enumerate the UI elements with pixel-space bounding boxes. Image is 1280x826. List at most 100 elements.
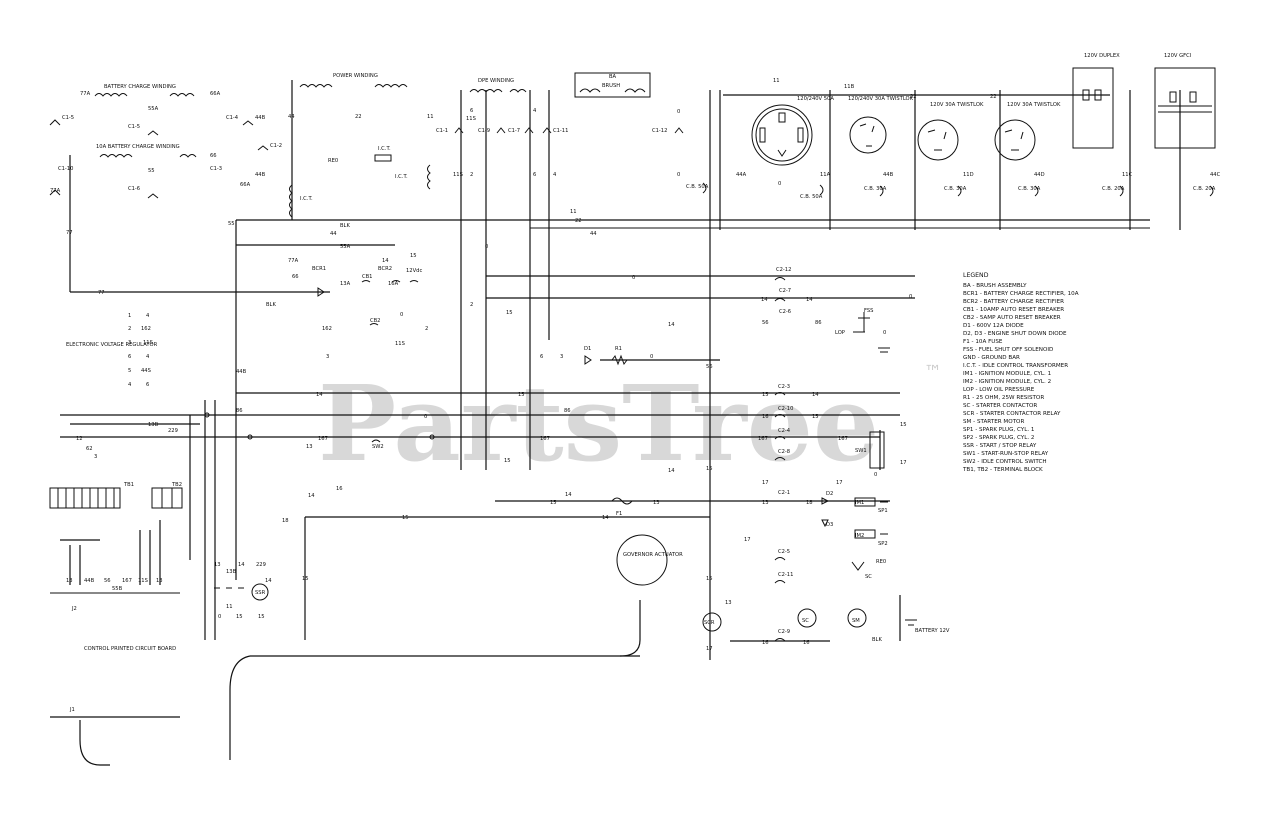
label-f1: F1 (616, 511, 622, 517)
wire-label-17-bottom: 17 (706, 646, 713, 652)
wire-label-77: 77 (66, 230, 73, 236)
wire-label-11-rcpt: 11 (773, 78, 780, 84)
wire-label-22-rcpt: 22 (910, 94, 917, 100)
wire-label-55: 55 (148, 168, 155, 174)
wire-label-22-rcpt-2: 22 (990, 94, 997, 100)
heading-voltage-regulator: ELECTRONIC VOLTAGE REGULATOR (66, 342, 158, 348)
breaker-label-2: C.B. 50A (800, 194, 823, 200)
wire-label-0-b: 0 (485, 244, 488, 250)
wire-label-15-mid: 15 (506, 310, 513, 316)
diode-d1-resistor-r1 (584, 354, 628, 366)
wire-label-11c: 11C (1122, 172, 1133, 178)
terminal-c1-9: C1-9 (478, 128, 490, 134)
label-brush: BRUSH (602, 83, 620, 89)
label-12vdc: 12Vdc (406, 268, 422, 274)
heading-battery-charge-winding: BATTERY CHARGE WINDING (104, 84, 176, 90)
label-sp2: SP2 (878, 541, 888, 547)
legend-item: D1 - 600V 12A DIODE (963, 323, 1024, 329)
terminal-c1-4: C1-4 (226, 115, 239, 121)
label-sw1: SW1 (855, 448, 867, 454)
wire-label-11: 11 (427, 114, 434, 120)
wire-label-66-2: 66 (292, 274, 299, 280)
label-d3: D3 (826, 522, 833, 528)
legend: LEGEND BA - BRUSH ASSEMBLY BCR1 - BATTER… (962, 272, 1079, 473)
capacitor-markers (454, 127, 684, 134)
wire-label-44b-rcpt: 44B (883, 172, 894, 178)
terminal-c2-1: C2-1 (778, 490, 790, 496)
legend-item: SM - STARTER MOTOR (963, 419, 1024, 425)
label-ict-mid: I.C.T. (395, 174, 408, 180)
legend-item: LOP - LOW OIL PRESSURE (963, 387, 1035, 393)
label-re0-b: RE0 (876, 559, 886, 565)
reg-pin-1: 1 (128, 313, 131, 319)
terminal-block-tb1 (49, 487, 121, 509)
label-bcr1: BCR1 (312, 266, 326, 272)
wire-label-0-lop: 0 (883, 330, 886, 336)
wire-label-167: 167 (318, 436, 328, 442)
lower-right-components (702, 497, 917, 642)
reg-pin-6: 6 (128, 354, 131, 360)
wire-label-11s-2: 11S (453, 172, 463, 178)
reg-pin-4: 4 (128, 382, 132, 388)
wire-label-12: 12 (76, 436, 83, 442)
terminal-c1-5: C1-5 (62, 115, 74, 121)
relay-contact-symbols (204, 392, 885, 469)
wire-label-15-ssr: 15 (236, 614, 243, 620)
heading-10a-battery-charge-winding: 10A BATTERY CHARGE WINDING (96, 144, 180, 150)
terminal-c2-7: C2-7 (779, 288, 791, 294)
fss-lop-symbols (774, 277, 890, 353)
legend-item: SSR - START / STOP RELAY (963, 443, 1037, 449)
terminal-c1-12: C1-12 (652, 128, 667, 134)
legend-item: F1 - 10A FUSE (963, 339, 1003, 345)
breaker-label-1: C.B. 50A (686, 184, 709, 190)
regulator-pin-table: 1 4 2 162 3 11S 6 4 5 44S 4 6 (128, 313, 153, 388)
label-j2: J2 (71, 606, 77, 612)
legend-item: IM1 - IGNITION MODULE, CYL. 1 (963, 371, 1052, 377)
label-lop: LOP (835, 330, 845, 336)
wire-label-14-row: 14 (316, 392, 323, 398)
legend-item: SW1 - START-RUN-STOP RELAY (963, 451, 1049, 457)
wire-label-16-c29: 16 (762, 640, 769, 646)
legend-item: D2, D3 - ENGINE SHUT DOWN DIODE (963, 331, 1067, 337)
wire-label-4: 4 (533, 108, 537, 114)
legend-item: TB1, TB2 - TERMINAL BLOCK (962, 467, 1043, 473)
wire-label-22: 22 (355, 114, 362, 120)
label-j1: J1 (69, 707, 75, 713)
wire-label-86-c: 86 (564, 408, 571, 414)
wire-label-4-2: 4 (553, 172, 557, 178)
wire-label-0-row: 0 (424, 414, 427, 420)
wire-label-55-2: 55 (228, 221, 235, 227)
label-d1: D1 (584, 346, 591, 352)
label-cb2: CB2 (370, 318, 380, 324)
terminal-c1-5-b: C1-5 (128, 124, 140, 130)
wire-label-15-c210: 15 (812, 414, 819, 420)
terminal-c2-12: C2-12 (776, 267, 791, 273)
receptacle-120v-30a-1 (917, 119, 959, 161)
wire-label-13-scr: 13 (725, 600, 732, 606)
legend-item: SW2 - IDLE CONTROL SWITCH (963, 459, 1047, 465)
wire-label-11s: 11S (466, 116, 476, 122)
label-sm: SM (852, 618, 860, 624)
reg-wire-6: 4 (146, 354, 150, 360)
legend-item: BCR2 - BATTERY CHARGE RECTIFIER (963, 299, 1064, 305)
wire-label-13-row: 13 (306, 444, 313, 450)
wire-label-77a-3: 77A (288, 258, 299, 264)
wire-label-3-tb: 3 (94, 454, 97, 460)
breaker-label-6: C.B. 20A (1102, 186, 1125, 192)
wire-label-2-mid: 2 (425, 326, 428, 332)
cb-pin-label-56: 56 (104, 578, 111, 584)
wire-label-13-c21: 13 (762, 500, 769, 506)
label-blk-2: BLK (266, 302, 276, 308)
heading-power-winding: POWER WINDING (333, 73, 378, 79)
label-ba: BA (609, 74, 617, 80)
wire-label-3-b: 3 (560, 354, 563, 360)
legend-item: SC - STARTER CONTACTOR (963, 403, 1037, 409)
wire-label-15-f1: 15 (550, 500, 557, 506)
label-r1: R1 (615, 346, 622, 352)
heading-battery: BATTERY 12V (915, 628, 950, 634)
label-sc-1: SC (802, 618, 809, 624)
label-ict-top: I.C.T. (378, 146, 391, 152)
cb-pin-label-13-b: 13 (156, 578, 163, 584)
receptacle-120v-2-label: 120V 30A TWISTLOK (1007, 102, 1061, 108)
wire-label-13-ssr: 13 (214, 562, 221, 568)
